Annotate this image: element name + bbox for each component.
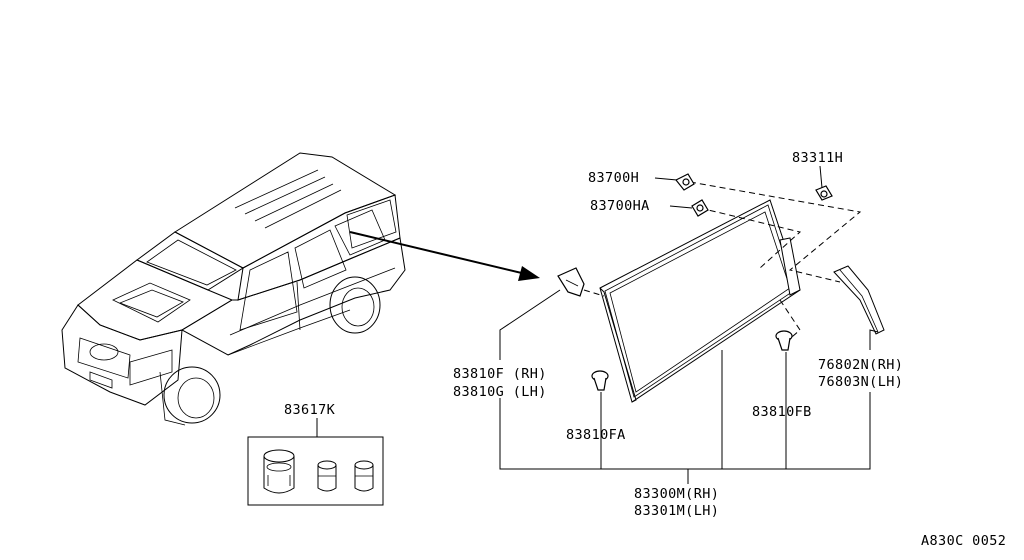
leader-lines xyxy=(499,165,879,484)
label-83810f-rh: 83810F (RH) xyxy=(453,366,547,382)
label-76803n-lh: 76803N(LH) xyxy=(818,374,903,390)
label-83301m-lh: 83301M(LH) xyxy=(634,503,719,519)
clip-83810fa-icon xyxy=(591,370,609,391)
label-83300m-rh: 83300M(RH) xyxy=(634,486,719,502)
finisher-icon xyxy=(833,265,885,335)
molding-icon xyxy=(779,237,801,296)
grommet-small-icon xyxy=(317,460,337,492)
label-83311h: 83311H xyxy=(792,150,843,166)
grommet-small-icon xyxy=(354,460,374,492)
side-window-glass xyxy=(599,199,801,403)
label-83810g-lh: 83810G (LH) xyxy=(453,384,547,400)
location-arrow xyxy=(349,231,540,281)
label-83700ha: 83700HA xyxy=(590,198,650,214)
label-83810fb: 83810FB xyxy=(752,404,812,420)
guide-lines xyxy=(583,181,862,343)
grommet-large-icon xyxy=(263,449,295,494)
diagram-code: A830C 0052 xyxy=(921,533,1006,549)
clip-83700h-icon xyxy=(675,173,695,191)
label-83810fa: 83810FA xyxy=(566,427,626,443)
clip-83700ha-icon xyxy=(691,199,709,217)
clip-83810fb-icon xyxy=(775,330,793,351)
clip-83311h-icon xyxy=(815,185,833,201)
label-83617k: 83617K xyxy=(284,402,336,418)
label-83700h: 83700H xyxy=(588,170,639,186)
stopper-83810f-icon xyxy=(557,267,585,297)
kit-83617k xyxy=(247,418,384,506)
label-76802n-rh: 76802N(RH) xyxy=(818,357,903,373)
vehicle-illustration xyxy=(61,152,406,426)
